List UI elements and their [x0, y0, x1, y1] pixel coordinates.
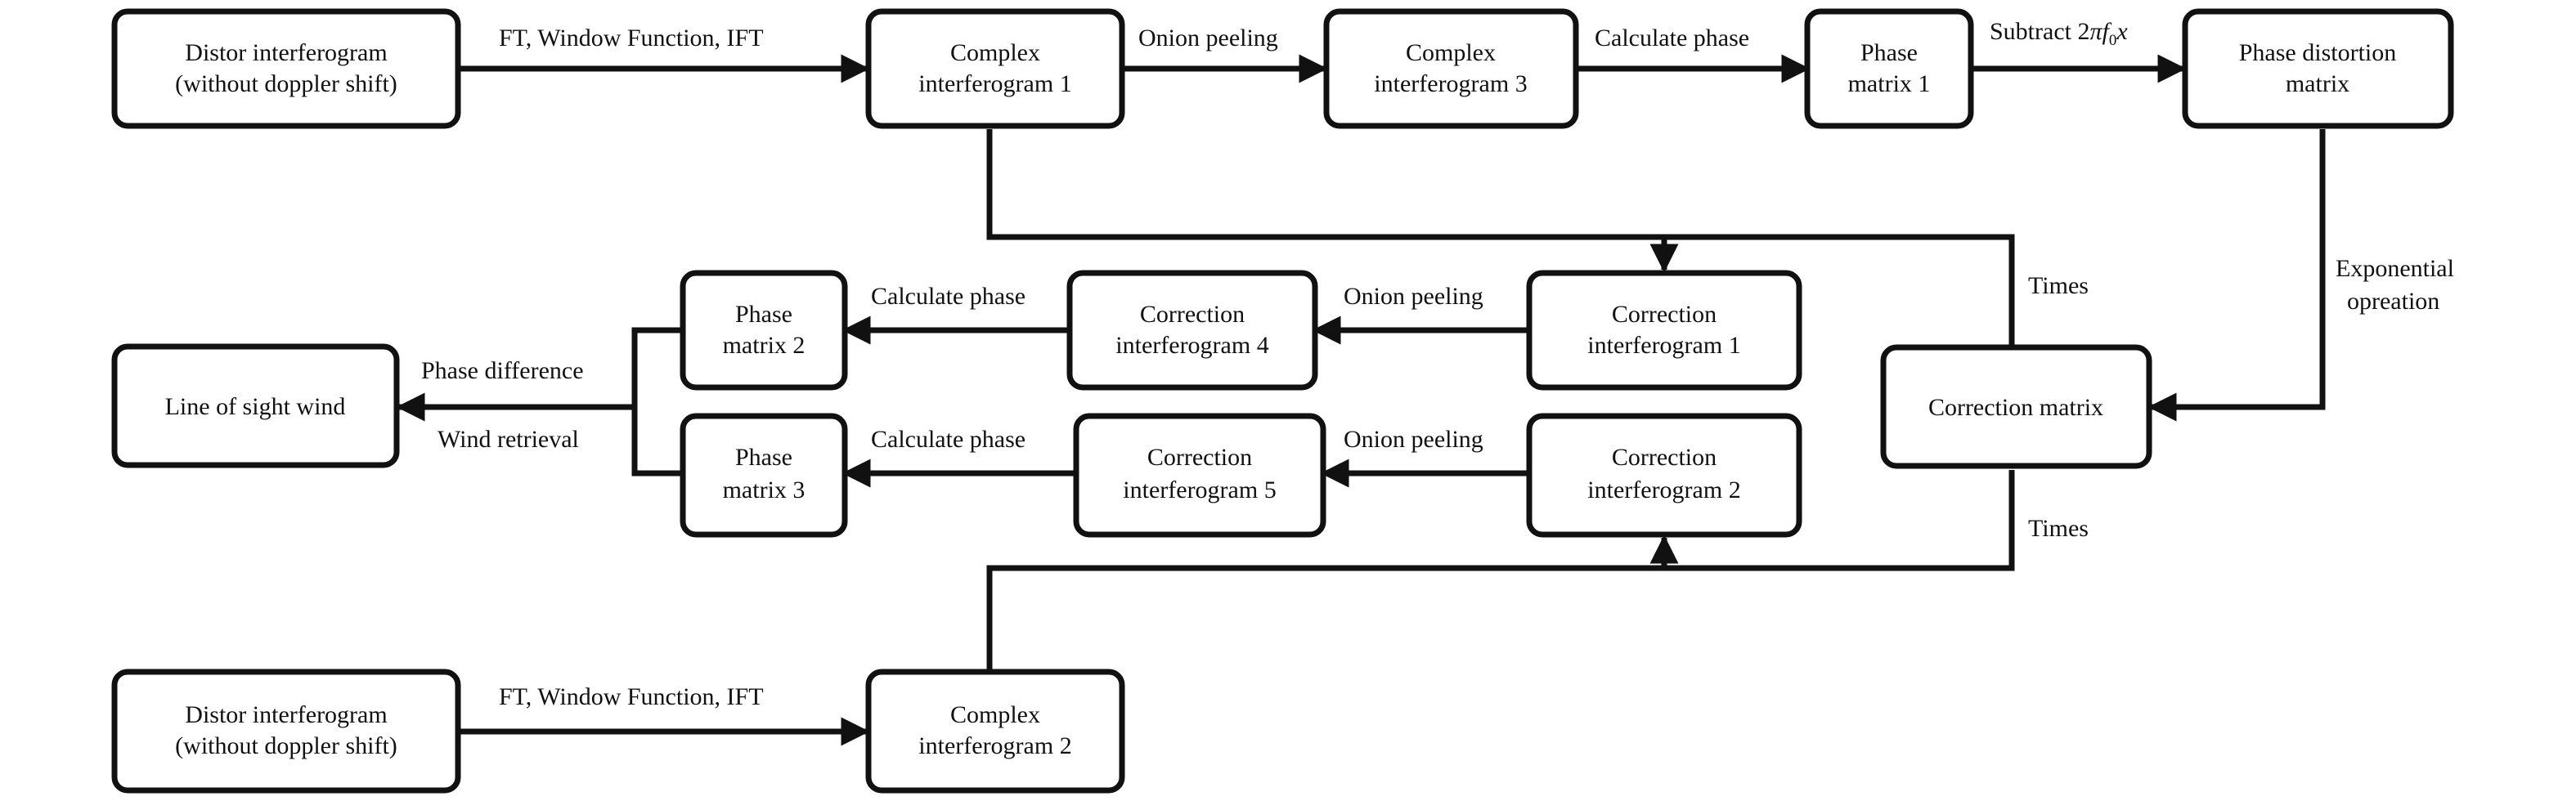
svg-text:(without doppler shift): (without doppler shift)	[175, 732, 397, 759]
label-phase-difference: Phase difference	[421, 357, 584, 384]
label-calculate-phase-mid-1: Calculate phase	[871, 283, 1025, 310]
svg-text:Phase distortion: Phase distortion	[2239, 39, 2397, 66]
svg-text:interferogram 5: interferogram 5	[1123, 477, 1276, 503]
node-line-of-sight-wind: Line of sight wind	[111, 343, 400, 468]
svg-text:interferogram 4: interferogram 4	[1115, 332, 1268, 359]
node-phase-distortion-matrix: Phase distortion matrix	[2182, 8, 2454, 129]
svg-text:Correction: Correction	[1612, 444, 1717, 471]
svg-text:interferogram 1: interferogram 1	[918, 70, 1071, 97]
node-phase-matrix-3: Phase matrix 3	[680, 413, 848, 538]
label-calculate-phase-mid-2: Calculate phase	[871, 426, 1025, 453]
label-times-top: Times	[2028, 272, 2089, 299]
svg-text:interferogram 3: interferogram 3	[1374, 70, 1527, 97]
svg-text:Complex: Complex	[950, 701, 1040, 728]
svg-text:Complex: Complex	[1406, 39, 1496, 66]
svg-text:Phase: Phase	[1860, 39, 1918, 66]
node-correction-interferogram-5: Correction interferogram 5	[1073, 413, 1326, 538]
label-ft-window-ift-bottom: FT, Window Function, IFT	[499, 683, 764, 710]
line-complex-1-to-correction-1	[986, 129, 2015, 345]
label-wind-retrieval: Wind retrieval	[438, 426, 579, 453]
node-correction-interferogram-2: Correction interferogram 2	[1526, 413, 1802, 538]
label-onion-peeling-top: Onion peeling	[1138, 25, 1278, 51]
node-distor-interferogram-top: Distor interferogram (without doppler sh…	[111, 8, 461, 129]
svg-text:Line of sight wind: Line of sight wind	[165, 393, 346, 420]
bracket-phase-matrices	[631, 327, 681, 477]
svg-text:Distor interferogram: Distor interferogram	[185, 39, 387, 66]
svg-text:Complex: Complex	[950, 39, 1040, 66]
svg-text:matrix 2: matrix 2	[723, 332, 806, 359]
node-correction-interferogram-1: Correction interferogram 1	[1526, 270, 1802, 391]
label-exponential-2: opreation	[2347, 288, 2439, 315]
label-subtract: Subtract 2πf0x	[1990, 18, 2128, 49]
svg-text:Correction matrix: Correction matrix	[1928, 394, 2103, 421]
node-correction-matrix: Correction matrix	[1880, 344, 2152, 469]
node-complex-interferogram-2: Complex interferogram 2	[865, 669, 1125, 794]
svg-text:Correction: Correction	[1140, 301, 1245, 328]
svg-text:interferogram 2: interferogram 2	[1587, 477, 1740, 503]
svg-text:(without doppler shift): (without doppler shift)	[175, 70, 397, 97]
line-complex-2-to-correction-2	[986, 470, 2015, 670]
label-exponential-1: Exponential	[2336, 255, 2454, 282]
svg-text:Distor interferogram: Distor interferogram	[185, 701, 387, 728]
label-ft-window-ift-top: FT, Window Function, IFT	[499, 25, 764, 51]
svg-text:matrix 1: matrix 1	[1848, 70, 1931, 97]
edge-labels: FT, Window Function, IFT Onion peeling C…	[421, 18, 2454, 710]
arrow-phase-distortion-to-correction-matrix	[2147, 129, 2326, 422]
label-onion-peeling-mid-1: Onion peeling	[1344, 283, 1483, 310]
label-calculate-phase-top: Calculate phase	[1595, 25, 1749, 51]
svg-text:Phase: Phase	[735, 444, 792, 471]
node-correction-interferogram-4: Correction interferogram 4	[1066, 270, 1318, 391]
label-onion-peeling-mid-2: Onion peeling	[1344, 426, 1483, 453]
node-phase-matrix-1: Phase matrix 1	[1804, 8, 1974, 129]
svg-text:interferogram 2: interferogram 2	[918, 732, 1071, 759]
svg-text:Phase: Phase	[735, 301, 792, 328]
node-complex-interferogram-1: Complex interferogram 1	[865, 8, 1125, 129]
node-distor-interferogram-bottom: Distor interferogram (without doppler sh…	[111, 669, 461, 794]
svg-text:Correction: Correction	[1147, 444, 1252, 471]
svg-text:Correction: Correction	[1612, 301, 1717, 328]
connectors	[396, 54, 2326, 746]
svg-text:matrix 3: matrix 3	[723, 477, 806, 503]
label-times-bottom: Times	[2028, 515, 2089, 542]
node-phase-matrix-2: Phase matrix 2	[680, 270, 848, 391]
svg-text:interferogram 1: interferogram 1	[1587, 332, 1740, 359]
svg-text:matrix: matrix	[2286, 70, 2349, 97]
node-complex-interferogram-3: Complex interferogram 3	[1323, 8, 1579, 129]
